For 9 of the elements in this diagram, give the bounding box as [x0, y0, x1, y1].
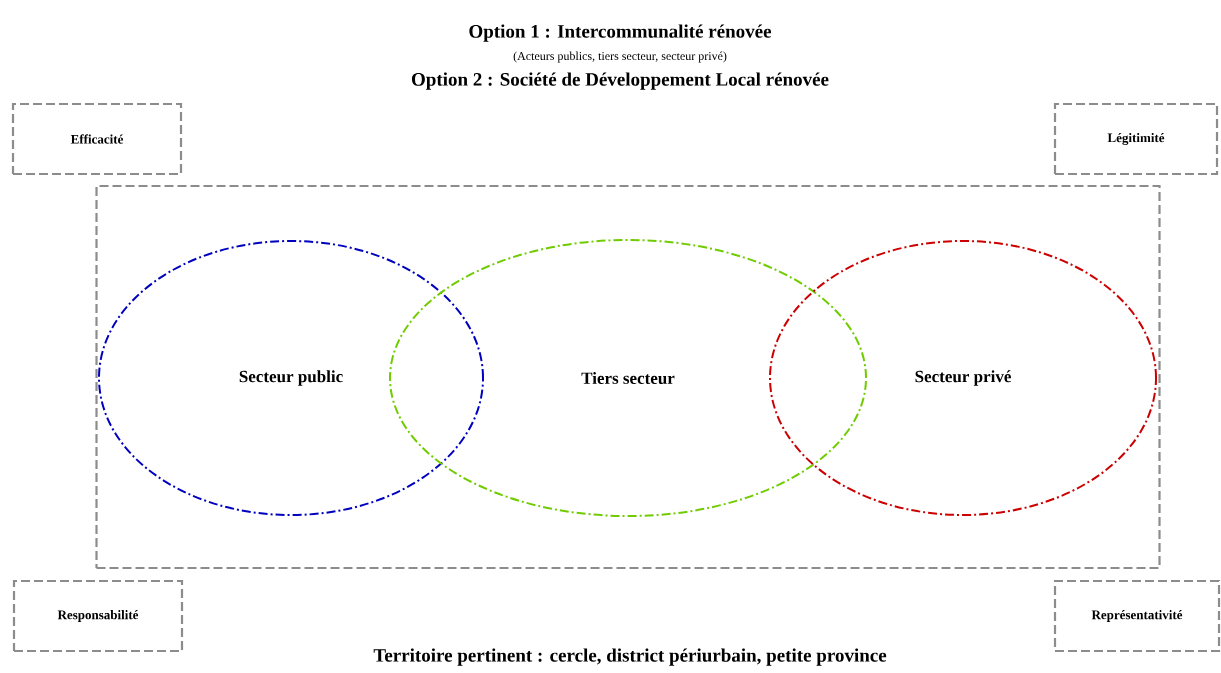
subtitle: (Acteurs publics, tiers secteur, secteur privé): [513, 51, 727, 63]
caption: Territoire pertinent : cercle, district périurbain, petite province: [373, 648, 887, 666]
title: Option 1 : Intercommunalité rénovée: [469, 24, 772, 42]
dashed-box: Légitimité: [1053, 102, 1219, 176]
dashed-box: Responsabilité: [12, 579, 184, 653]
heading: Option 2 : Société de Développement Local rénovée: [411, 72, 829, 90]
dashed-box: Efficacité: [11, 102, 183, 176]
dashed-box: Représentativité: [1053, 579, 1221, 653]
dashed-frame: [95, 184, 1161, 570]
